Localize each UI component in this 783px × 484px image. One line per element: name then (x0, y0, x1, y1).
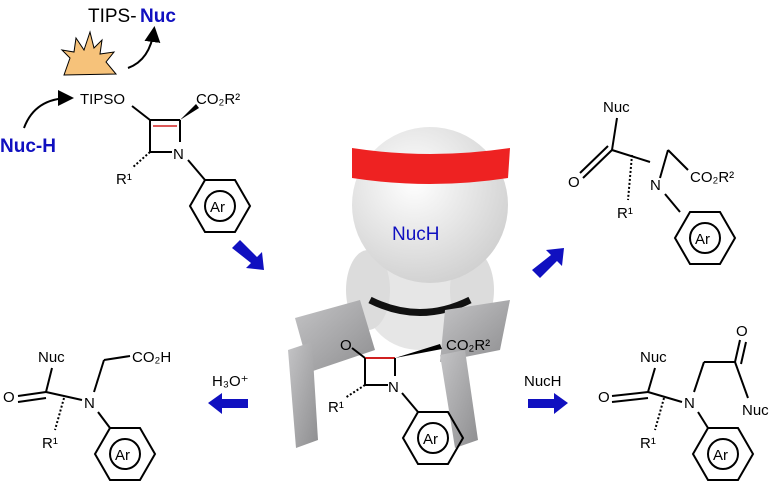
br-n-label: N (684, 395, 695, 412)
tr-ester-label: CO₂R² (690, 169, 734, 186)
ar-label: Ar (210, 199, 225, 216)
br-o-label: O (598, 389, 610, 406)
ester-label: CO₂R² (196, 91, 240, 108)
br-ar-label: Ar (713, 447, 728, 464)
bl-r1-label: R¹ (42, 435, 58, 452)
blue-arrow-down-right (232, 240, 264, 270)
bl-n-label: N (84, 395, 95, 412)
product-ester-amide: Nuc O R¹ N CO₂R² Ar (568, 99, 737, 265)
bl-acid-label: CO₂H (132, 349, 171, 366)
br-nuc-label: Nuc (640, 349, 667, 366)
tr-r1-label: R¹ (617, 205, 633, 222)
tr-n-label: N (650, 177, 661, 194)
br-o2-label: O (736, 323, 748, 340)
headband (352, 148, 510, 184)
carbonyl-o-label: O (340, 337, 352, 354)
blue-arrow-up-right (532, 248, 564, 278)
bl-ar-label: Ar (115, 447, 130, 464)
tips-nuc-prefix: TIPS- (88, 6, 137, 27)
blue-arrow-right (528, 393, 568, 414)
curved-arrow-up (127, 26, 161, 69)
center-ar-label: Ar (423, 431, 438, 448)
product-diamide: NucH Nuc O R¹ N O Nuc Ar (524, 323, 769, 481)
curved-arrow-right (23, 90, 74, 129)
tr-nuc-label: Nuc (603, 99, 630, 116)
center-n-label: N (388, 379, 399, 396)
figure-head (352, 127, 508, 283)
aryl-ring (188, 179, 252, 233)
product-acid-amide: Nuc O R¹ N CO₂H Ar H₃O⁺ (3, 349, 249, 481)
bl-nuc-label: Nuc (38, 349, 65, 366)
starting-azetine: TIPS- Nuc Nuc-H TIPSO CO₂R² N R¹ Ar (0, 6, 252, 233)
tr-o-label: O (568, 174, 580, 191)
tipso-label: TIPSO (80, 91, 125, 108)
nuch-reagent-label: NucH (524, 373, 562, 390)
center-ester-label: CO₂R² (446, 337, 490, 354)
h3o-reagent-label: H₃O⁺ (212, 373, 249, 390)
r1-label: R¹ (116, 171, 132, 188)
br-nuc2-label: Nuc (742, 402, 769, 419)
center-r1-label: R¹ (328, 399, 344, 416)
nuc-h-label: Nuc-H (0, 136, 56, 157)
head-label: NucH (392, 224, 440, 245)
explosion-icon (60, 30, 118, 76)
azetidinone: O CO₂R² N R¹ Ar (328, 337, 490, 465)
n-label: N (173, 146, 184, 163)
br-r1-label: R¹ (640, 435, 656, 452)
karate-figure: NucH (288, 127, 510, 448)
blue-arrow-left (208, 393, 248, 414)
tr-ar-label: Ar (695, 231, 710, 248)
bl-o-label: O (3, 389, 15, 406)
tips-nuc-suffix: Nuc (140, 6, 176, 27)
